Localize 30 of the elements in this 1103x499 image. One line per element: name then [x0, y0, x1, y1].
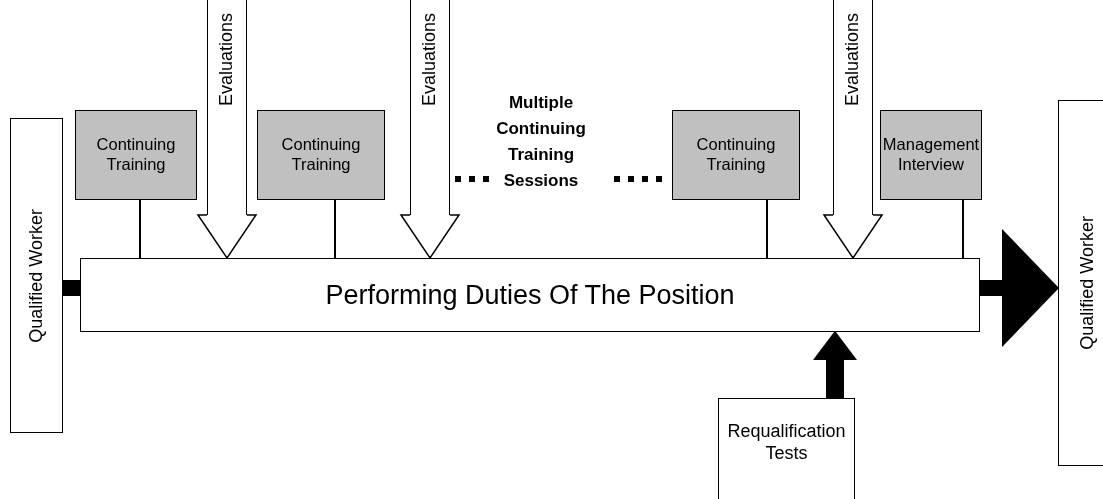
training-box [672, 110, 800, 200]
evaluation-arrow-shaft [207, 0, 247, 215]
node-label: Performing Duties Of The Position [325, 278, 735, 312]
node-label: Continuing Training [95, 135, 177, 175]
evaluation-arrow-shaft [410, 0, 450, 215]
duties-box [80, 258, 980, 332]
test-box [718, 398, 855, 499]
node-label: Evaluations [216, 13, 238, 107]
connector-line [962, 199, 964, 259]
node-label: Qualified Worker [1077, 216, 1099, 350]
thick-arrow [980, 229, 1059, 347]
connector-line [334, 199, 336, 259]
training-box [75, 110, 197, 200]
node-label: Requalification Tests [726, 421, 847, 465]
connector-line [139, 199, 141, 259]
node-label: Qualified Worker [25, 208, 47, 343]
node-label: Evaluations [419, 13, 441, 107]
thick-arrow [813, 330, 857, 398]
node-label: Evaluations [842, 13, 864, 107]
evaluation-arrow-shaft [833, 0, 873, 215]
training-box [880, 110, 982, 200]
node-label: Continuing Training [280, 135, 362, 175]
annotation-text: Multiple Continuing Training Sessions [495, 92, 587, 192]
node-label: Continuing Training [695, 135, 777, 175]
thick-connector [63, 280, 80, 296]
connector-line [766, 199, 768, 259]
worker-box [10, 118, 63, 433]
worker-box [1058, 100, 1103, 466]
node-label: Management Interview [881, 135, 981, 175]
training-box [257, 110, 385, 200]
